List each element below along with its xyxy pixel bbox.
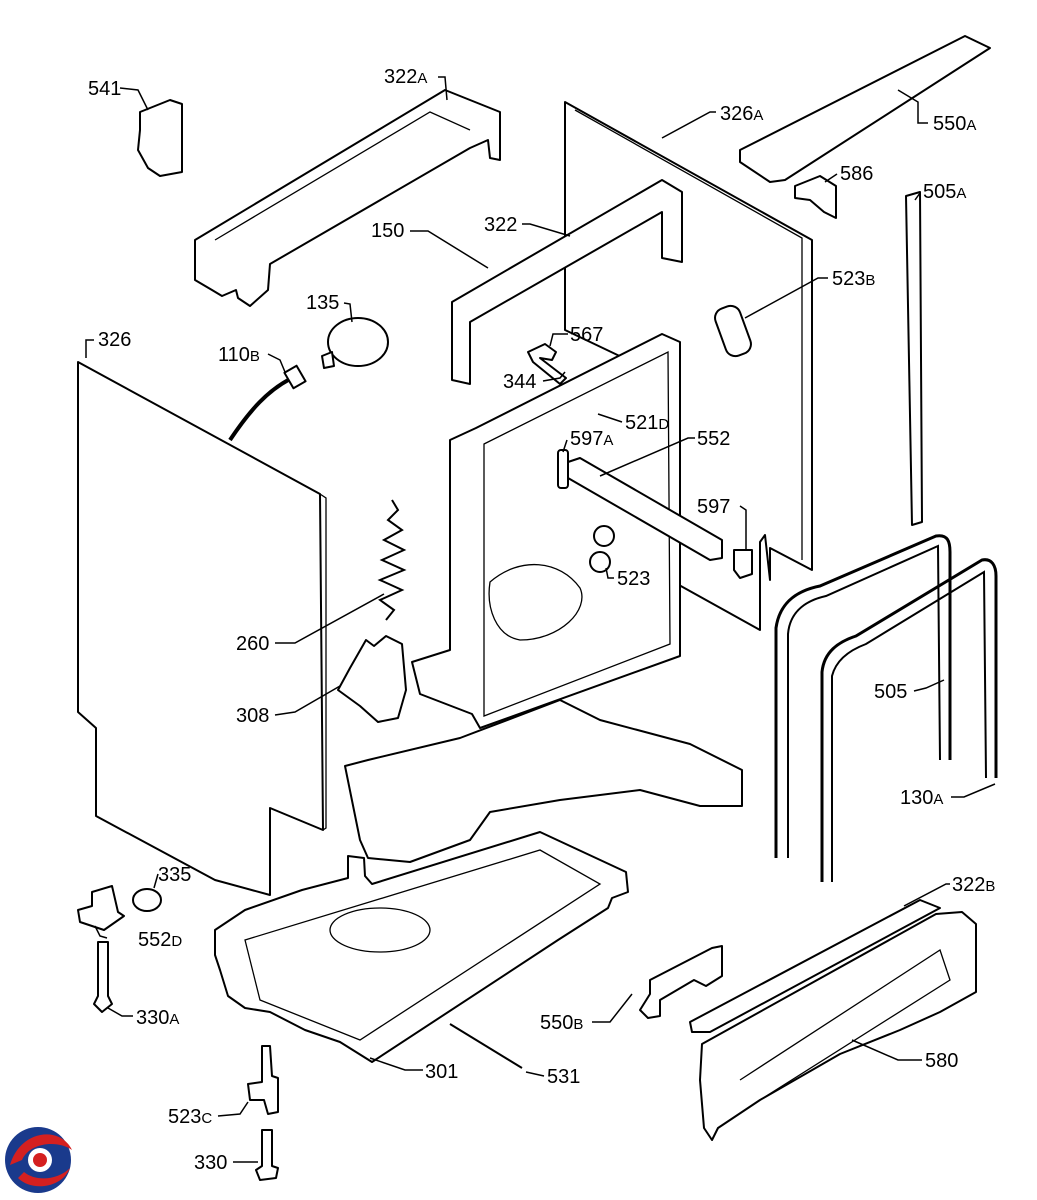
callout-505: 505 <box>874 681 908 703</box>
base-frame <box>344 699 743 863</box>
rod-531 <box>449 1023 523 1069</box>
callout-552: 552 <box>697 428 731 450</box>
vertical-seal <box>905 191 923 526</box>
callout-523c: 523C <box>168 1106 213 1128</box>
salt-cap <box>327 317 389 367</box>
clip-597a <box>557 449 569 489</box>
tub <box>411 333 681 729</box>
callout-580: 580 <box>925 1050 959 1072</box>
hinge <box>337 635 407 723</box>
callout-330a: 330A <box>136 1007 180 1029</box>
gasket-505 <box>774 534 952 858</box>
grommet-523b <box>714 304 752 358</box>
hose <box>228 376 293 442</box>
callout-541: 541 <box>88 78 122 100</box>
callout-523: 523 <box>617 568 651 590</box>
callout-308: 308 <box>236 705 270 727</box>
callout-550b: 550B <box>540 1012 584 1034</box>
kickplate-580 <box>699 911 977 1141</box>
callout-597: 597 <box>697 496 731 518</box>
callout-130a: 130A <box>900 787 944 809</box>
bracket-523c <box>247 1045 279 1115</box>
callout-586: 586 <box>840 163 874 185</box>
callout-567: 567 <box>570 324 604 346</box>
screw-330a <box>93 941 113 1013</box>
callout-326: 326 <box>98 329 132 351</box>
callout-322b: 322B <box>952 874 996 896</box>
callout-322: 322 <box>484 214 518 236</box>
callout-597a: 597A <box>570 428 614 450</box>
callout-330: 330 <box>194 1152 228 1174</box>
side-panel-left <box>77 361 324 896</box>
front-frame <box>451 179 683 385</box>
clip-597 <box>733 549 753 579</box>
brand-logo-icon <box>5 1127 72 1193</box>
nut-335 <box>132 888 162 912</box>
rear-top-brace <box>194 89 501 307</box>
bracket-541 <box>137 99 183 177</box>
gasket-130a <box>820 558 998 882</box>
callout-326a: 326A <box>720 103 764 125</box>
callout-523b: 523B <box>832 268 876 290</box>
callout-531: 531 <box>547 1066 581 1088</box>
spring <box>377 499 407 621</box>
kickplate-322b <box>689 899 941 1033</box>
callout-505a: 505A <box>923 181 967 203</box>
callout-552d: 552D <box>138 929 183 951</box>
base-tray <box>214 831 629 1063</box>
screw-330 <box>255 1129 279 1181</box>
clip-586 <box>794 175 837 219</box>
grommet-523 <box>593 525 615 547</box>
leader-lines <box>85 76 996 1163</box>
clip-567 <box>527 343 567 385</box>
callout-521d: 521D <box>625 412 670 434</box>
callout-550a: 550A <box>933 113 977 135</box>
callout-344: 344 <box>503 371 537 393</box>
callout-150: 150 <box>371 220 405 242</box>
clip-550b <box>639 945 723 1019</box>
callout-110b: 110B <box>218 344 260 366</box>
callout-335: 335 <box>158 864 192 886</box>
callout-322a: 322A <box>384 66 428 88</box>
top-rail <box>739 35 991 183</box>
callout-301: 301 <box>425 1061 459 1083</box>
valve-552d <box>77 885 125 931</box>
callout-260: 260 <box>236 633 270 655</box>
callout-135: 135 <box>306 292 340 314</box>
